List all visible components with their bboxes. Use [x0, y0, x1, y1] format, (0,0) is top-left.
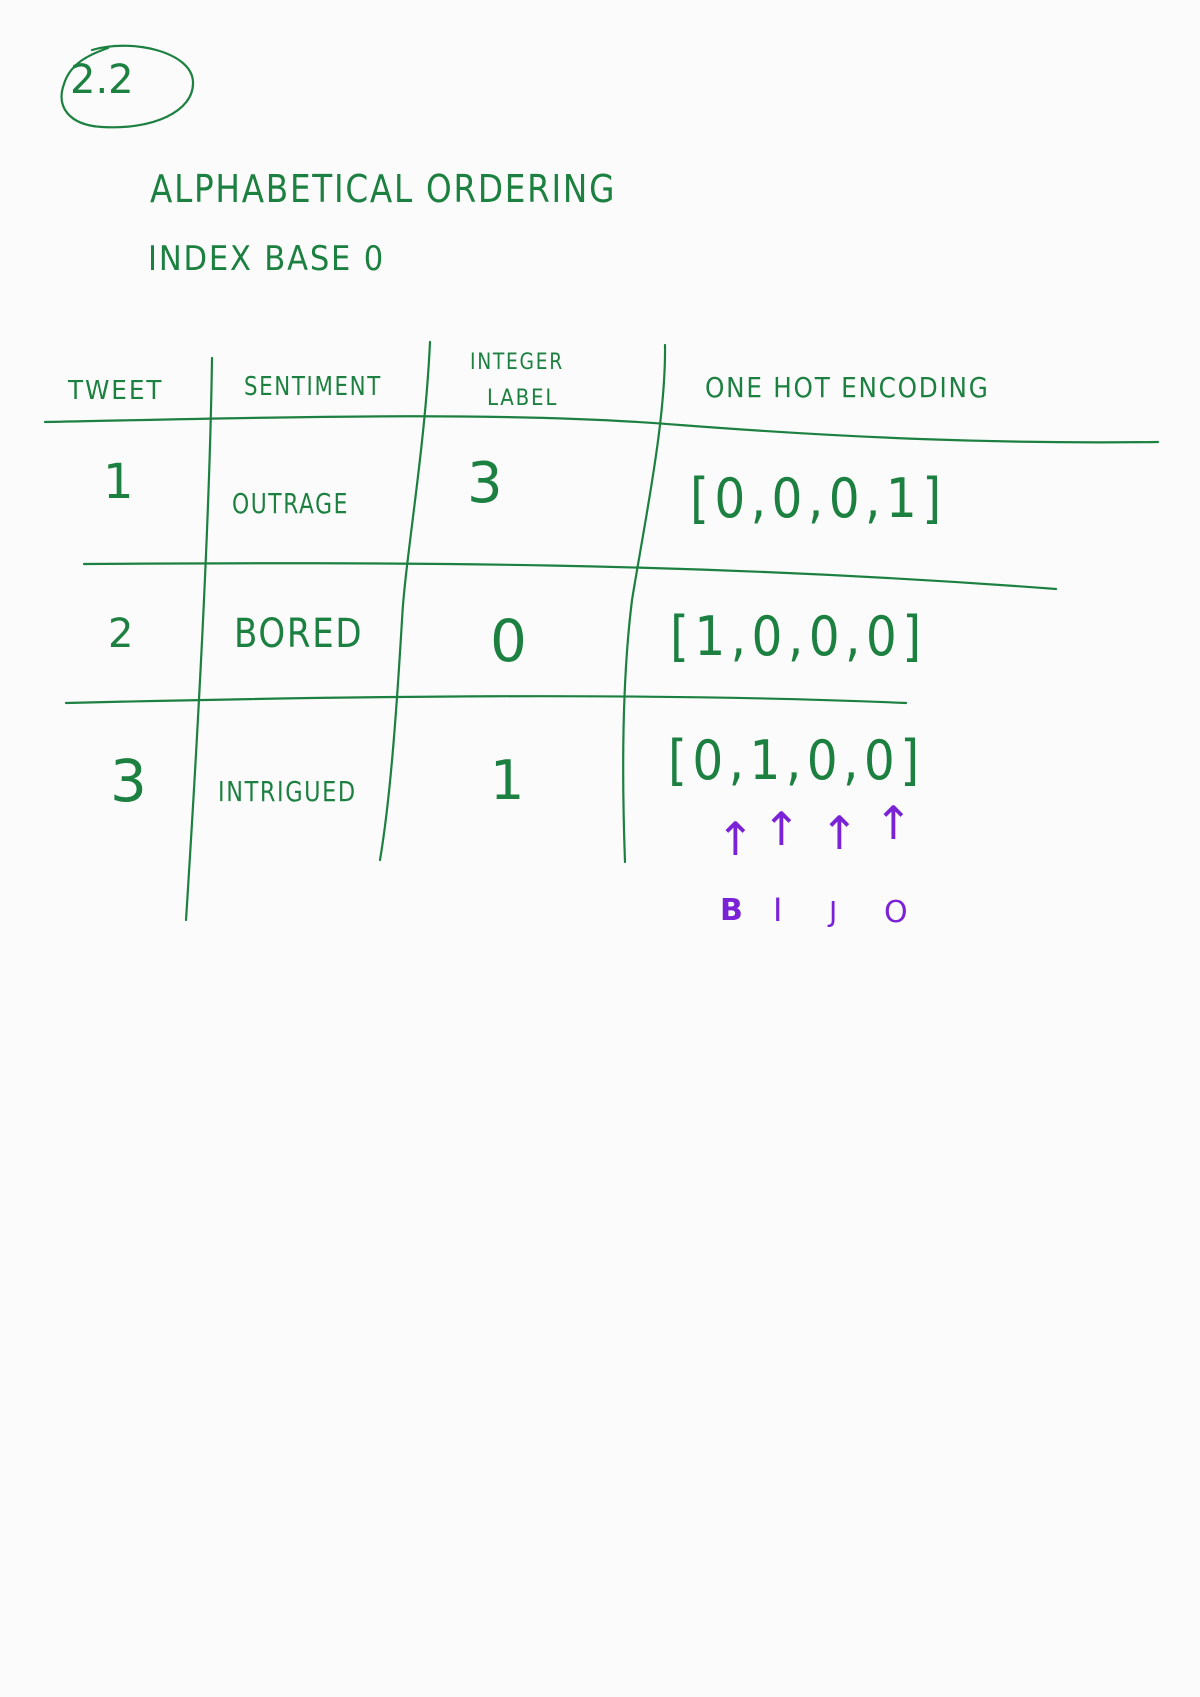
row-1-sentiment: OUTRAGE [232, 487, 350, 520]
annotation-letter-j: J [829, 895, 838, 928]
header-integer-label-line-1: INTEGER [470, 350, 564, 375]
note-line-1: ALPHABETICAL ORDERING [150, 167, 617, 211]
annotation-letter-b: B [720, 893, 743, 928]
arrow-up-icon: ↑ [820, 806, 859, 860]
note-line-2: INDEX BASE 0 [148, 239, 385, 279]
row-2-tweet: 2 [108, 611, 134, 657]
column-divider-3 [622, 343, 667, 864]
arrow-up-icon: ↑ [762, 802, 801, 856]
row-2-sentiment: BORED [234, 611, 364, 657]
row-divider-2 [64, 695, 908, 705]
header-rule [43, 415, 1160, 444]
row-2-integer-label: 0 [490, 607, 527, 675]
row-2-one-hot: [1,0,0,0] [670, 605, 927, 668]
row-3-sentiment: INTRIGUED [218, 775, 357, 808]
arrow-up-icon: ↑ [716, 812, 755, 866]
header-integer-label-line-2: LABEL [487, 386, 559, 411]
row-divider-1 [82, 562, 1058, 591]
row-1-one-hot: [0,0,0,1] [690, 467, 947, 530]
section-number: 2.2 [70, 57, 134, 103]
annotation-letter-o: O [884, 895, 908, 930]
row-1-integer-label: 3 [467, 451, 503, 516]
header-tweet: TWEET [68, 376, 164, 406]
header-one-hot: ONE HOT ENCODING [705, 371, 990, 404]
annotation-letter-i: I [773, 891, 783, 929]
column-divider-1 [184, 356, 214, 922]
row-3-tweet: 3 [110, 747, 147, 815]
row-3-one-hot: [0,1,0,0] [668, 729, 925, 792]
row-3-integer-label: 1 [490, 749, 525, 812]
arrow-up-icon: ↑ [874, 796, 913, 850]
row-1-tweet: 1 [103, 454, 134, 510]
section-number-circle [60, 44, 195, 129]
header-sentiment: SENTIMENT [244, 372, 382, 402]
column-divider-2 [378, 340, 432, 862]
